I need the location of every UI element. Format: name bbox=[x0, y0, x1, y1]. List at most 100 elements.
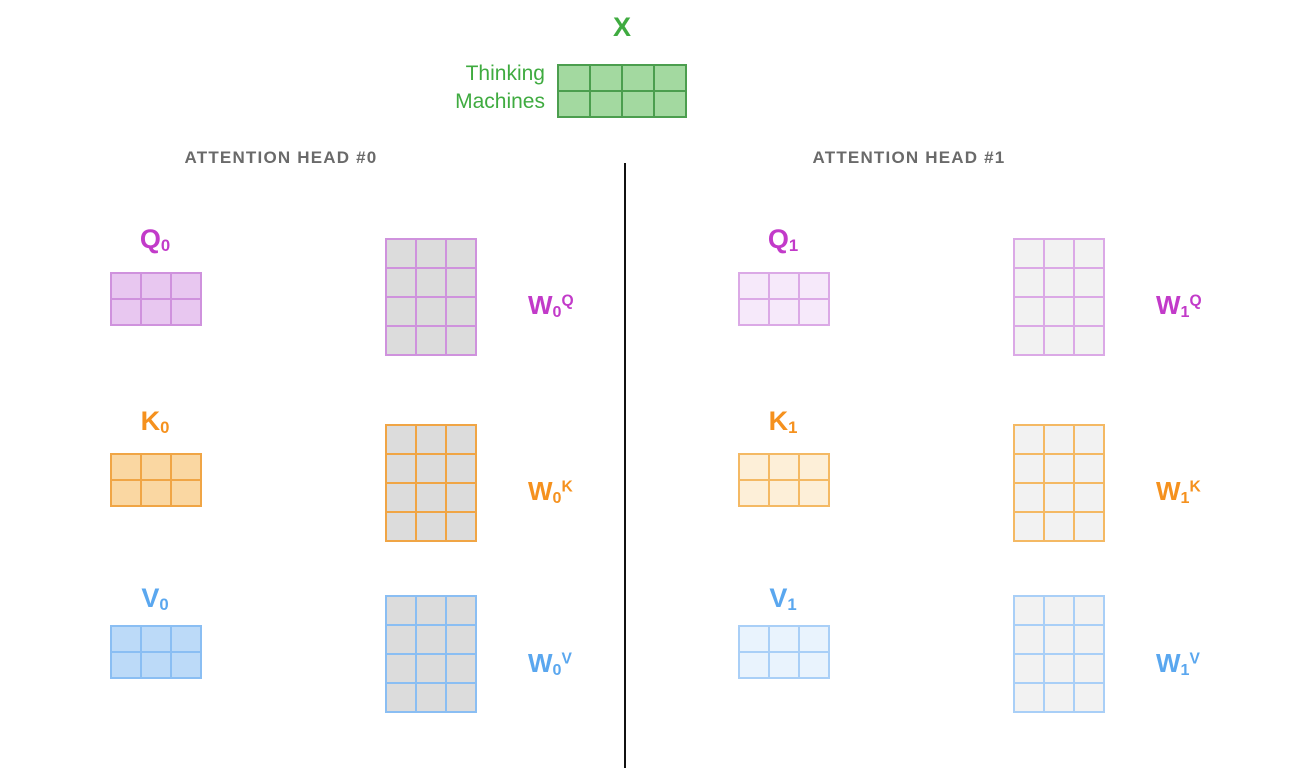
matrix-cell bbox=[387, 597, 415, 624]
matrix-cell bbox=[447, 655, 475, 682]
matrix-cell bbox=[112, 627, 140, 651]
matrix-cell bbox=[623, 66, 653, 90]
matrix-cell bbox=[800, 627, 828, 651]
matrix-cell bbox=[1075, 269, 1103, 296]
matrix-cell bbox=[1075, 513, 1103, 540]
matrix-cell bbox=[740, 653, 768, 677]
matrix-cell bbox=[447, 298, 475, 325]
matrix-cell bbox=[1075, 684, 1103, 711]
matrix-cell bbox=[387, 455, 415, 482]
matrix-cell bbox=[1075, 327, 1103, 354]
matrix-cell bbox=[1015, 269, 1043, 296]
q0-matrix bbox=[110, 272, 202, 326]
matrix-cell bbox=[387, 269, 415, 296]
matrix-cell bbox=[387, 655, 415, 682]
w1q-matrix bbox=[1013, 238, 1105, 356]
k1-label: K1 bbox=[768, 406, 798, 437]
matrix-cell bbox=[172, 653, 200, 677]
matrix-cell bbox=[740, 300, 768, 324]
matrix-cell bbox=[1045, 484, 1073, 511]
matrix-cell bbox=[112, 455, 140, 479]
matrix-cell bbox=[387, 426, 415, 453]
matrix-cell bbox=[770, 274, 798, 298]
w1v-matrix bbox=[1013, 595, 1105, 713]
matrix-cell bbox=[559, 92, 589, 116]
matrix-cell bbox=[1015, 484, 1043, 511]
matrix-cell bbox=[1045, 327, 1073, 354]
matrix-cell bbox=[655, 66, 685, 90]
matrix-cell bbox=[623, 92, 653, 116]
matrix-cell bbox=[112, 300, 140, 324]
matrix-cell bbox=[740, 481, 768, 505]
matrix-cell bbox=[770, 481, 798, 505]
matrix-cell bbox=[447, 484, 475, 511]
v0-label: V0 bbox=[141, 583, 169, 614]
w0k-matrix bbox=[385, 424, 477, 542]
matrix-cell bbox=[770, 653, 798, 677]
matrix-cell bbox=[142, 481, 170, 505]
matrix-cell bbox=[417, 484, 445, 511]
w1k-label: W1K bbox=[1156, 476, 1201, 507]
matrix-cell bbox=[1015, 240, 1043, 267]
matrix-cell bbox=[387, 484, 415, 511]
matrix-cell bbox=[591, 66, 621, 90]
matrix-cell bbox=[770, 300, 798, 324]
v1-label: V1 bbox=[769, 583, 797, 614]
matrix-cell bbox=[417, 597, 445, 624]
matrix-cell bbox=[142, 274, 170, 298]
matrix-cell bbox=[417, 298, 445, 325]
matrix-cell bbox=[417, 327, 445, 354]
q1-label: Q1 bbox=[767, 224, 799, 255]
attention-head-0: ATTENTION HEAD #0 Q0 W0Q K0 W0K V0 bbox=[0, 0, 628, 774]
matrix-cell bbox=[1045, 240, 1073, 267]
matrix-cell bbox=[112, 274, 140, 298]
matrix-cell bbox=[800, 653, 828, 677]
matrix-cell bbox=[1015, 513, 1043, 540]
matrix-cell bbox=[1075, 426, 1103, 453]
matrix-cell bbox=[387, 298, 415, 325]
matrix-cell bbox=[447, 684, 475, 711]
matrix-cell bbox=[655, 92, 685, 116]
matrix-cell bbox=[417, 426, 445, 453]
matrix-cell bbox=[172, 274, 200, 298]
matrix-cell bbox=[142, 300, 170, 324]
matrix-cell bbox=[1015, 597, 1043, 624]
matrix-cell bbox=[1075, 597, 1103, 624]
matrix-cell bbox=[112, 481, 140, 505]
matrix-cell bbox=[800, 455, 828, 479]
matrix-cell bbox=[1015, 655, 1043, 682]
matrix-cell bbox=[447, 327, 475, 354]
matrix-cell bbox=[172, 481, 200, 505]
matrix-cell bbox=[1045, 298, 1073, 325]
matrix-cell bbox=[559, 66, 589, 90]
w1k-matrix bbox=[1013, 424, 1105, 542]
matrix-cell bbox=[447, 240, 475, 267]
matrix-cell bbox=[387, 240, 415, 267]
w0q-label: W0Q bbox=[528, 290, 574, 321]
matrix-cell bbox=[447, 597, 475, 624]
k1-matrix bbox=[738, 453, 830, 507]
matrix-cell bbox=[142, 627, 170, 651]
matrix-cell bbox=[800, 481, 828, 505]
w0k-label: W0K bbox=[528, 476, 573, 507]
v1-matrix bbox=[738, 625, 830, 679]
matrix-cell bbox=[447, 455, 475, 482]
matrix-cell bbox=[1015, 455, 1043, 482]
matrix-cell bbox=[387, 684, 415, 711]
matrix-cell bbox=[447, 626, 475, 653]
matrix-cell bbox=[1045, 655, 1073, 682]
matrix-cell bbox=[1075, 298, 1103, 325]
matrix-cell bbox=[1045, 455, 1073, 482]
matrix-cell bbox=[142, 455, 170, 479]
matrix-cell bbox=[800, 300, 828, 324]
attention-head-1: ATTENTION HEAD #1 Q1 W1Q K1 W1K V1 bbox=[628, 0, 1256, 774]
matrix-cell bbox=[387, 626, 415, 653]
matrix-cell bbox=[740, 627, 768, 651]
matrix-cell bbox=[1045, 513, 1073, 540]
matrix-cell bbox=[1015, 426, 1043, 453]
matrix-cell bbox=[417, 269, 445, 296]
w0v-label: W0V bbox=[528, 648, 572, 679]
head-0-title: ATTENTION HEAD #0 bbox=[184, 148, 378, 167]
matrix-cell bbox=[417, 455, 445, 482]
